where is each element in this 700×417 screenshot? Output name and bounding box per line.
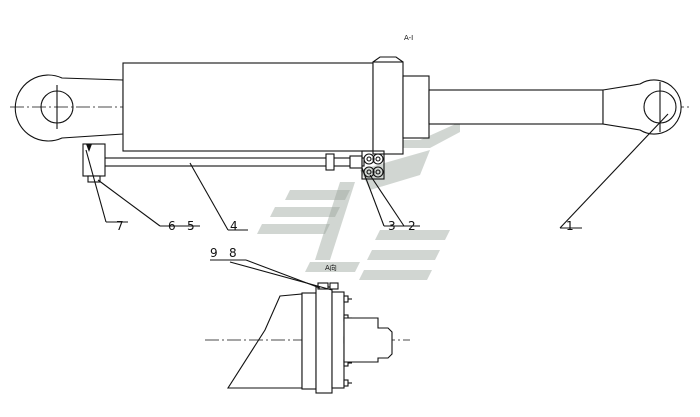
label-4: 4 [230,219,238,233]
head-cap [372,56,404,63]
leader-lines [85,113,669,231]
lower-detail-view [205,282,410,394]
top-note-text: A-I [404,34,413,42]
piston-rod [428,89,604,125]
label-9: 9 [210,246,218,260]
label-2: 2 [408,219,416,233]
right-eye-end [602,79,682,135]
lower-leader-lines [210,259,333,291]
label-8: 8 [229,246,237,260]
label-5: 5 [187,219,195,233]
cylinder-barrel [122,62,374,152]
label-7: 7 [116,219,124,233]
section-note-text: A向 [325,263,337,272]
label-6: 6 [168,219,176,233]
label-3: 3 [388,219,396,233]
label-1: 1 [566,219,574,233]
left-eye-end [14,74,124,142]
front-head [372,61,404,155]
watermark-logo [257,122,460,280]
gland [402,75,430,139]
